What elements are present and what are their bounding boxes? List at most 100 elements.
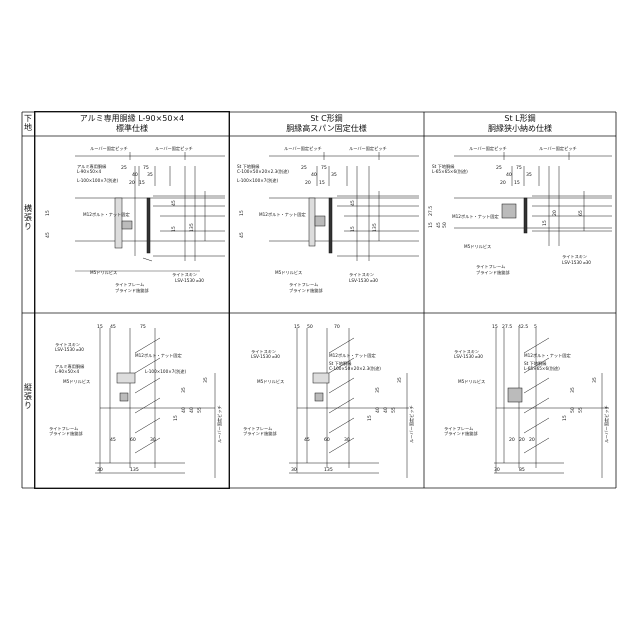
- dimension-label: 15: [171, 226, 177, 232]
- louver-spec: LSV-1530 ⌀30: [454, 354, 483, 359]
- dimension-label: 20: [509, 437, 515, 443]
- dimension-label: 40: [375, 407, 381, 413]
- dimension-label: 15: [319, 180, 325, 186]
- column-header-line2: 胴縁高スパン固定仕様: [286, 124, 367, 133]
- dimension-label: 15: [542, 220, 548, 226]
- dimension-label: 50: [570, 407, 576, 413]
- dimension-label: 135: [324, 467, 333, 473]
- bolt-label: M12ボルト・ナット固定: [329, 352, 376, 359]
- dimension-label: 40: [311, 172, 317, 178]
- louver-label: ライトスキン: [55, 342, 80, 348]
- dimension-label: 60: [130, 437, 136, 443]
- horizontal-detail-aluminium: ルーバー固定ピッチ ルーバー固定ピッチ 25 75 40 35 20 15 15…: [45, 145, 225, 294]
- pitch-label: ルーバー固定ピッチ: [349, 145, 387, 152]
- dimension-label: 55: [578, 407, 584, 413]
- dimension-label: 45: [45, 232, 51, 238]
- member-label: St 下地胴縁: [432, 163, 454, 170]
- pitch-label: ルーバー固定ピッチ: [408, 405, 415, 443]
- dimension-label: 60: [324, 437, 330, 443]
- dimension-label: 42.5: [518, 324, 528, 330]
- dimension-label: 35: [331, 172, 337, 178]
- blind-label: ブラインド施錠部: [115, 287, 149, 294]
- screw-label: M5ドリルビス: [275, 269, 302, 275]
- member-label: St 下地胴縁: [329, 360, 351, 367]
- pitch-label: ルーバー固定ピッチ: [284, 145, 322, 152]
- dimension-label: 45: [436, 222, 442, 228]
- dimension-label: 27.5: [502, 324, 512, 330]
- screw-label: M5ドリルビス: [90, 269, 117, 275]
- row-label-vertical: 縦張り: [24, 383, 32, 410]
- dimension-label: 135: [189, 223, 195, 232]
- dimension-label: 50: [307, 324, 313, 330]
- member-spec: L-90×50×4: [77, 169, 101, 174]
- dimension-label: 50: [442, 222, 448, 228]
- dimension-label: 45: [171, 200, 177, 206]
- dimension-label: 45: [350, 200, 356, 206]
- column-header-line2: 胴縁狭小納め仕様: [488, 124, 552, 133]
- dimension-label: 25: [121, 165, 127, 171]
- dimension-label: 135: [372, 223, 378, 232]
- dimension-label: 15: [239, 210, 245, 216]
- dimension-label: 20: [519, 437, 525, 443]
- dimension-label: 85: [519, 467, 525, 473]
- vertical-detail-aluminium: 15 45 75 45 60 30 30 135 35 40 40 55 15 …: [49, 324, 223, 478]
- member-label: St 下地胴縁: [524, 360, 546, 367]
- dimension-label: 35: [526, 172, 532, 178]
- standard-spec-frame: [34, 111, 230, 489]
- member-label: St 下地胴縁: [237, 163, 259, 170]
- dimension-label: 135: [130, 467, 139, 473]
- screw-label: M5ドリルビス: [464, 243, 491, 249]
- dimension-label: 15: [45, 210, 51, 216]
- column-header-c-steel: St C形鋼 胴縁高スパン固定仕様: [229, 114, 424, 134]
- dimension-label: 70: [334, 324, 340, 330]
- blind-label: ブラインド施錠部: [444, 430, 478, 437]
- dimension-label: 35: [181, 387, 187, 393]
- dimension-label: 75: [516, 165, 522, 171]
- pitch-label: ルーバー固定ピッチ: [469, 145, 507, 152]
- member-label: アルミ専用胴縁: [55, 363, 84, 370]
- dimension-label: 27.5: [428, 206, 434, 216]
- column-header-aluminium: アルミ専用胴縁 L-90×50×4 標準仕様: [35, 114, 229, 134]
- member-label: アルミ専用胴縁: [77, 163, 106, 170]
- dimension-label: 45: [110, 324, 116, 330]
- dimension-label: 75: [321, 165, 327, 171]
- row-label-horizontal: 横張り: [24, 204, 32, 231]
- member-spec: L-65×65×6(別途): [432, 168, 468, 175]
- dimension-label: 30: [344, 437, 350, 443]
- member-spec: C-100×50×20×2.3(別途): [237, 168, 289, 175]
- dimension-label: 25: [496, 165, 502, 171]
- dimension-label: 25: [301, 165, 307, 171]
- pitch-label: ルーバー固定ピッチ: [216, 405, 223, 443]
- frame-label: ライトフレーム: [49, 426, 78, 432]
- dimension-label: 40: [383, 407, 389, 413]
- column-header-l-steel: St L形鋼 胴縁狭小納め仕様: [424, 114, 616, 134]
- screw-label: M5ドリルビス: [63, 378, 90, 384]
- column-header-line1: アルミ専用胴縁 L-90×50×4: [79, 114, 185, 123]
- dimension-label: 55: [197, 407, 203, 413]
- member-spec: L-65×65×6(別途): [524, 365, 560, 372]
- dimension-label: 40: [132, 172, 138, 178]
- frame-label: ライトフレーム: [289, 282, 318, 288]
- dimension-label: 15: [367, 415, 373, 421]
- dimension-label: 35: [375, 387, 381, 393]
- louver-label: ライトスキン: [562, 254, 587, 260]
- louver-spec: LSV-1530 ⌀30: [251, 354, 280, 359]
- screw-label: M5ドリルビス: [257, 378, 284, 384]
- dimension-label: 65: [578, 210, 584, 216]
- blind-label: ブラインド施錠部: [49, 430, 83, 437]
- dimension-label: 40: [506, 172, 512, 178]
- dimension-label: 40: [189, 407, 195, 413]
- dimension-label: 15: [428, 222, 434, 228]
- dimension-label: 45: [239, 232, 245, 238]
- dimension-label: 15: [139, 180, 145, 186]
- horizontal-detail-c-steel: ルーバー固定ピッチ ルーバー固定ピッチ 25 75 40 35 20 15 15…: [237, 145, 419, 294]
- dimension-label: 55: [391, 407, 397, 413]
- bracket-spec: L-100×100×7(別途): [237, 177, 278, 184]
- bracket-spec: L-100×100×7(別途): [77, 177, 118, 184]
- dimension-label: 30: [150, 437, 156, 443]
- dimension-label: 20: [529, 437, 535, 443]
- blind-label: ブラインド施錠部: [243, 430, 277, 437]
- frame-label: ライトフレーム: [115, 282, 144, 288]
- screw-label: M5ドリルビス: [458, 378, 485, 384]
